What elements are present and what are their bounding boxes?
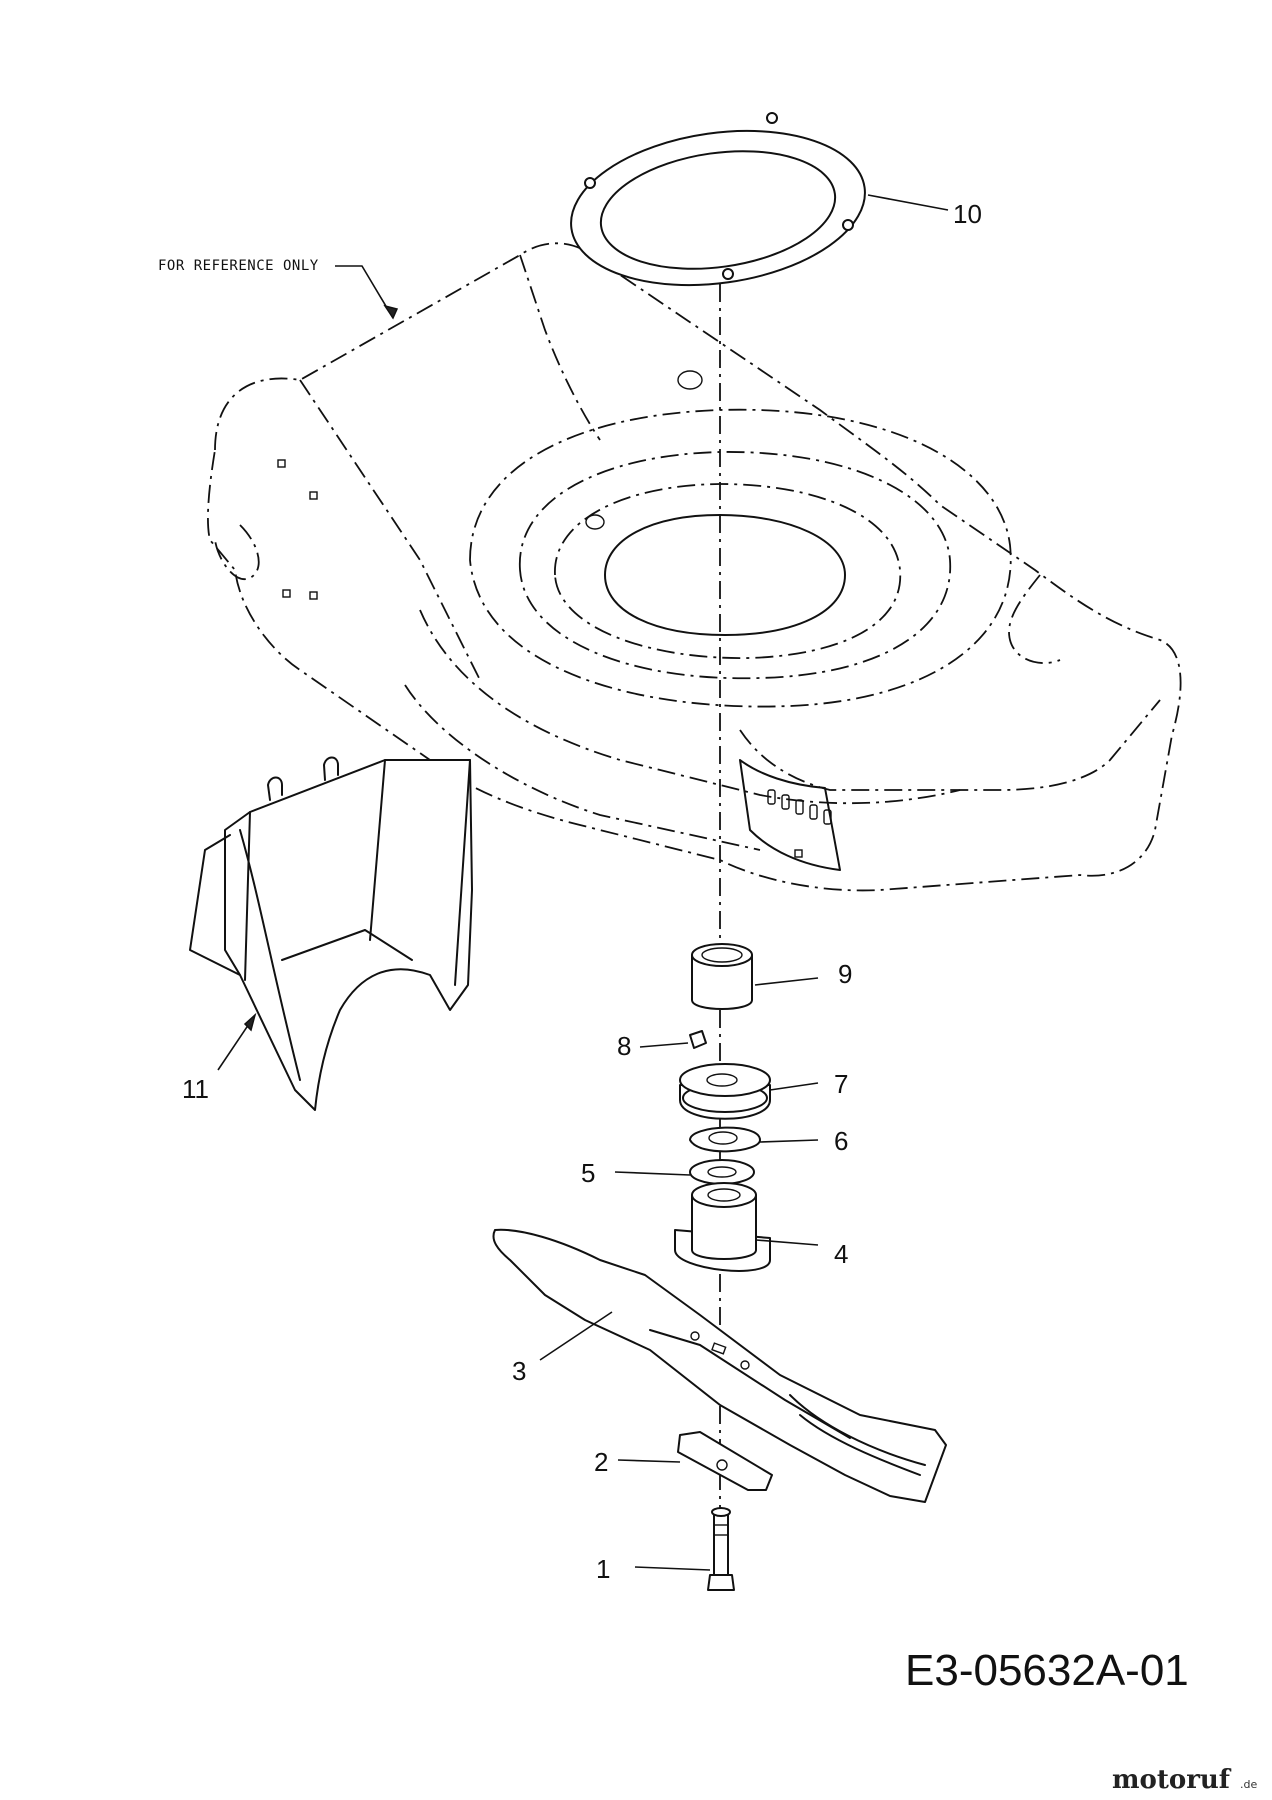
watermark-brand: motoruf: [1112, 1765, 1232, 1795]
callout-11: 11: [182, 1074, 209, 1104]
callout-6: 6: [834, 1126, 848, 1156]
callout-4: 4: [834, 1239, 848, 1269]
callout-8: 8: [617, 1031, 631, 1061]
watermark: motoruf .de: [1112, 1765, 1257, 1795]
callout-5: 5: [581, 1158, 595, 1188]
callout-9: 9: [838, 959, 852, 989]
pulley: [679, 1063, 771, 1120]
mower-deck: [207, 242, 1182, 892]
callout-7: 7: [834, 1069, 848, 1099]
callout-10: 10: [953, 199, 982, 229]
deck-vent-slots: [767, 789, 832, 825]
mower-blade: [492, 1228, 947, 1503]
reference-note: FOR REFERENCE ONLY: [158, 258, 319, 274]
watermark-suffix: .de: [1240, 1778, 1257, 1791]
blade-bolt: [707, 1507, 735, 1591]
blade-retainer-plate: [677, 1431, 773, 1491]
callout-3: 3: [512, 1356, 526, 1386]
key: [689, 1030, 707, 1049]
blade-adapter: [674, 1182, 771, 1272]
callout-1: 1: [596, 1554, 610, 1584]
spacer: [691, 943, 753, 1010]
engine-flange-ring: [570, 112, 866, 287]
cupped-washer: [689, 1126, 761, 1153]
drawing-code: E3-05632A-01: [905, 1646, 1189, 1695]
discharge-chute: [189, 756, 473, 1111]
callout-2: 2: [594, 1447, 608, 1477]
washer: [689, 1159, 755, 1185]
